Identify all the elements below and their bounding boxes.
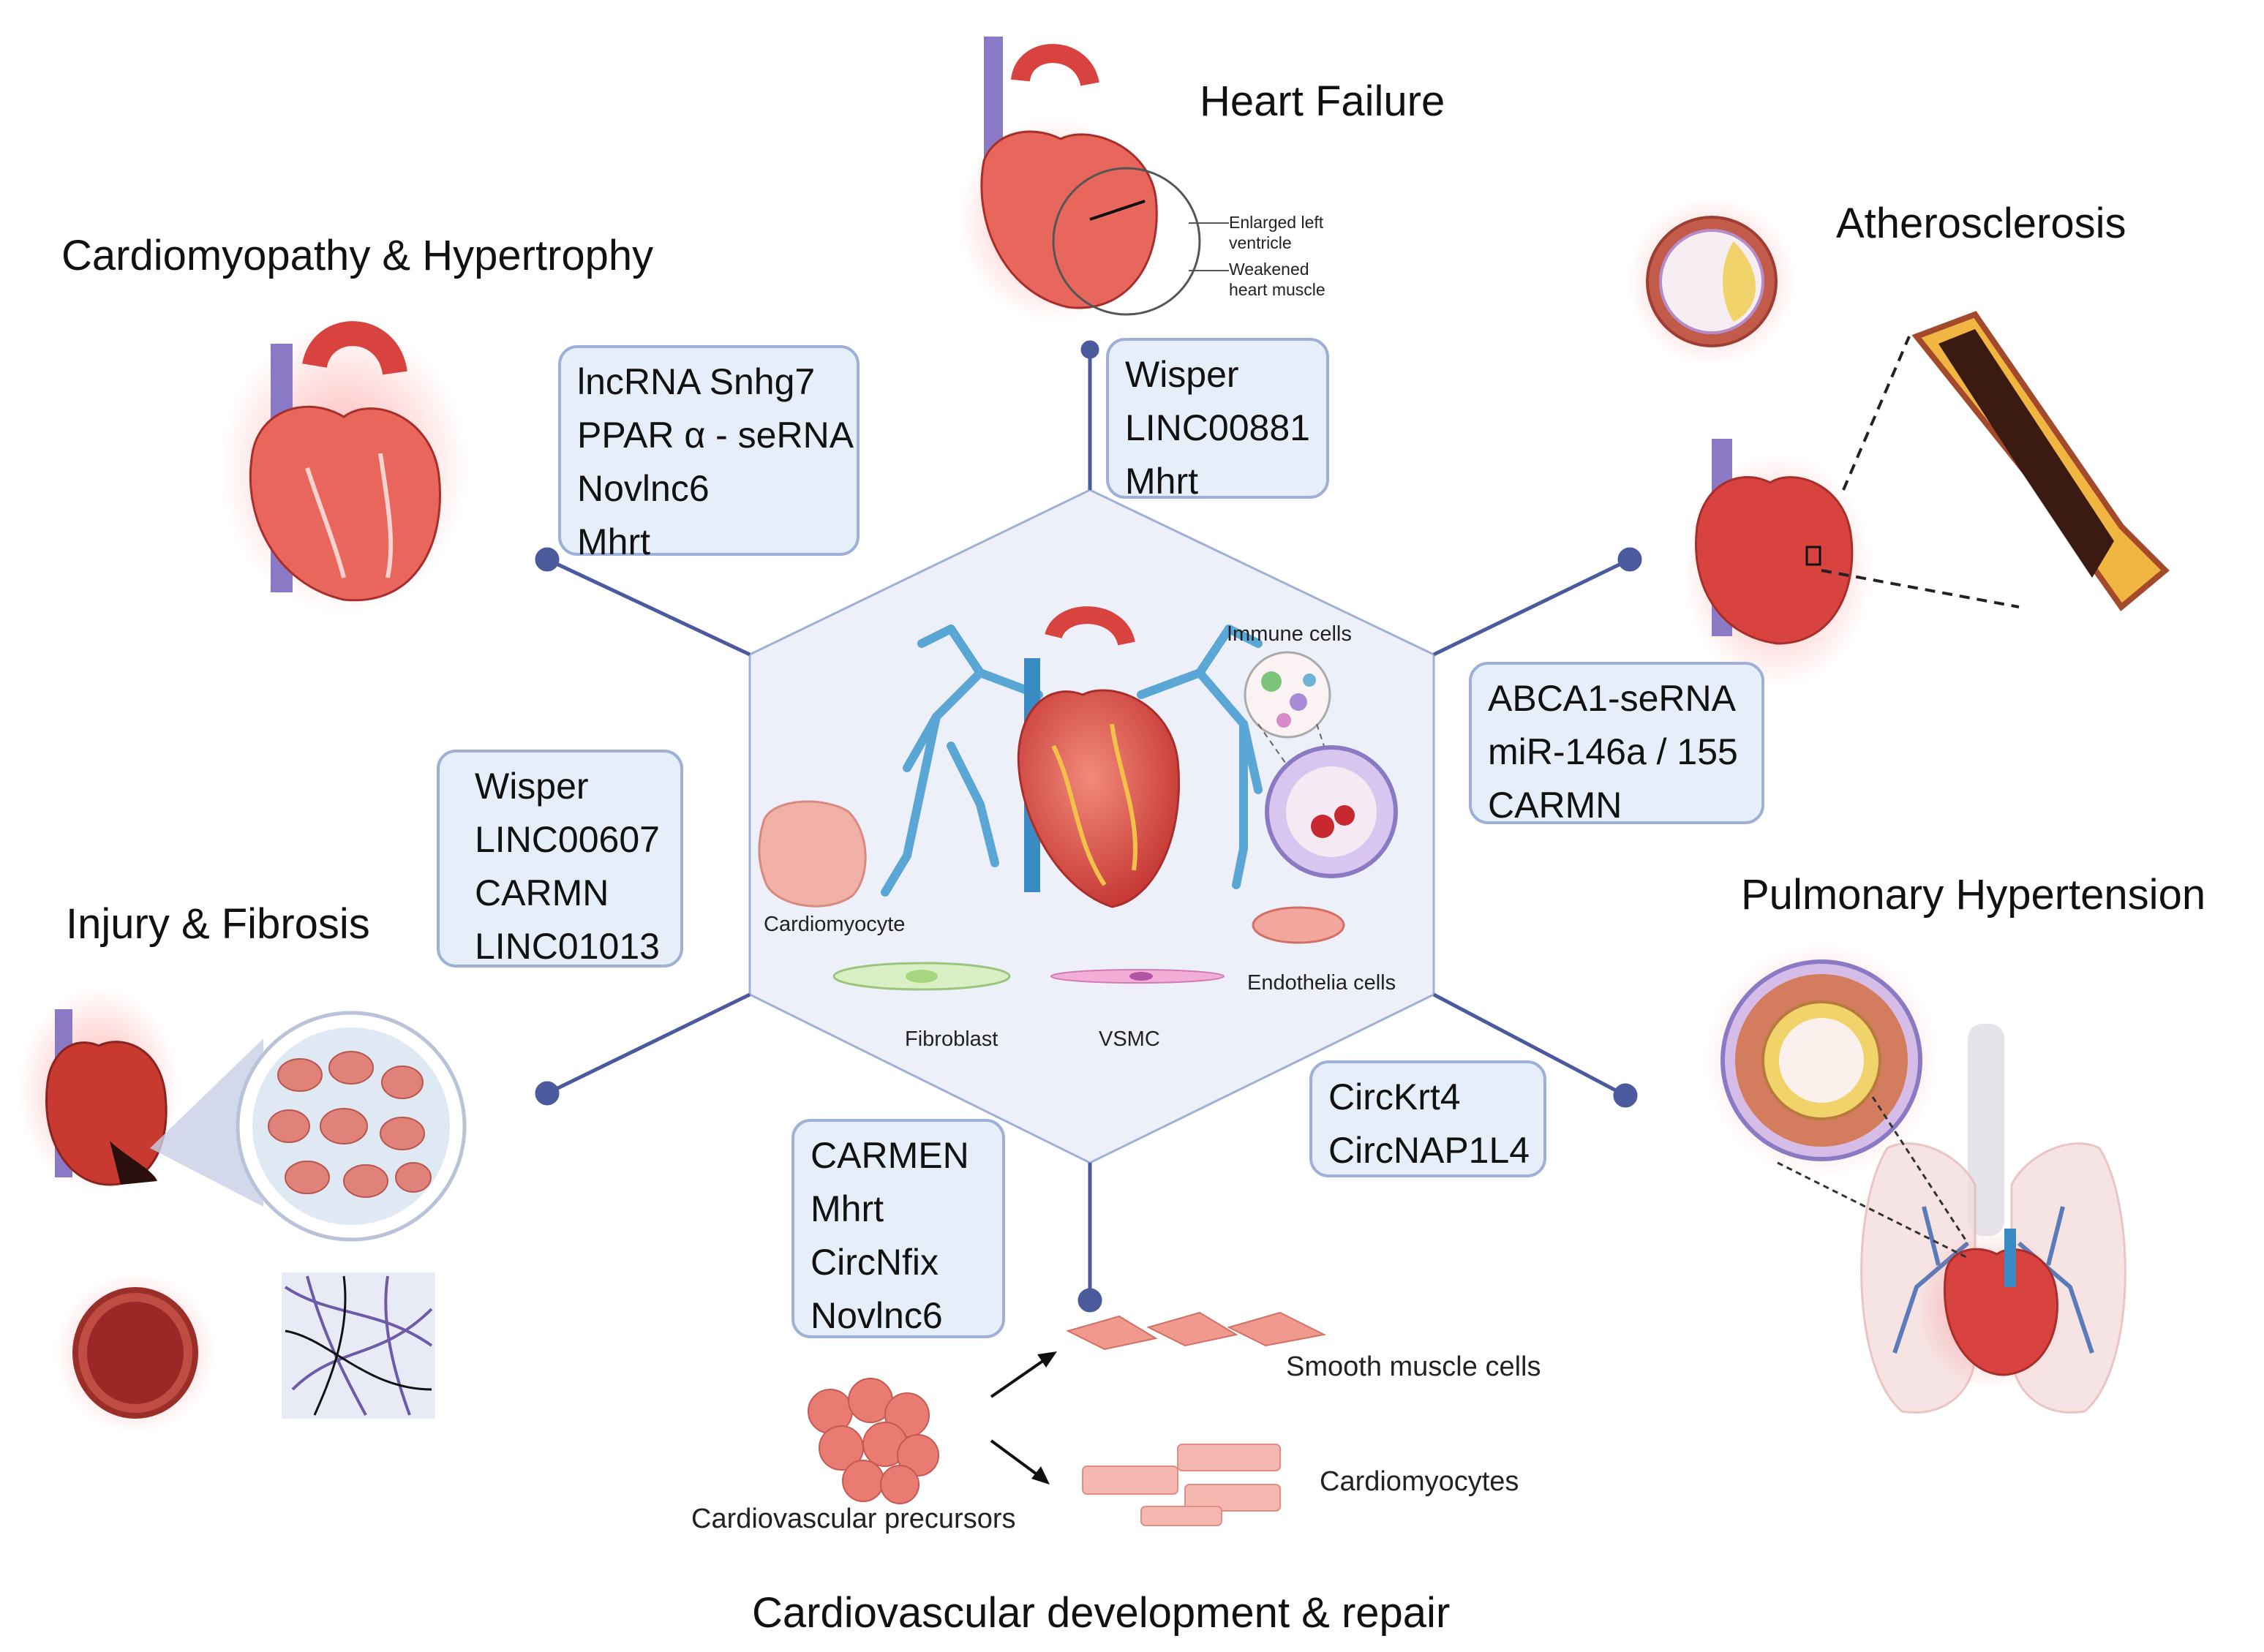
- gene-item: LINC00607: [475, 819, 660, 860]
- immune-cells-illustration: [1244, 651, 1398, 878]
- gene-item: CircKrt4: [1328, 1076, 1461, 1117]
- label-cardiomyocyte: Cardiomyocyte: [764, 913, 906, 936]
- gene-box-pulmonary-hypertension: CircKrt4 CircNAP1L4: [1309, 1060, 1546, 1177]
- gene-item: Mhrt: [577, 521, 650, 562]
- label-cardiomyocytes: Cardiomyocytes: [1320, 1466, 1519, 1497]
- gene-item: Wisper: [475, 766, 589, 807]
- gene-box-injury-fibrosis: Wisper LINC00607 CARMN LINC01013: [437, 750, 683, 968]
- title-pulmonary-hypertension: Pulmonary Hypertension: [1741, 871, 2206, 919]
- development-illustration: [808, 1311, 1327, 1526]
- gene-item: CARMEN: [811, 1135, 969, 1176]
- gene-item: lncRNA Snhg7: [577, 361, 816, 402]
- gene-box-development: CARMEN Mhrt CircNfix Novlnc6: [791, 1119, 1005, 1338]
- injury-fibrosis-illustration: [18, 987, 467, 1433]
- title-cardiomyopathy: Cardiomyopathy & Hypertrophy: [61, 232, 654, 279]
- atherosclerosis-illustration: [1628, 197, 2170, 687]
- gene-item: Mhrt: [811, 1188, 884, 1229]
- cardiomyopathy-heart-illustration: [219, 321, 468, 614]
- label-fibroblast: Fibroblast: [905, 1027, 999, 1051]
- gene-item: PPAR α - seRNA: [577, 415, 854, 456]
- annotation-weakened-muscle: Weakened heart muscle: [1229, 260, 1325, 299]
- label-immune-cells: Immune cells: [1227, 622, 1352, 646]
- gene-item: Novlnc6: [811, 1295, 943, 1336]
- title-atherosclerosis: Atherosclerosis: [1836, 200, 2126, 247]
- center-heart-illustration: [881, 606, 1263, 908]
- title-cardiovascular-development: Cardiovascular development & repair: [752, 1589, 1451, 1637]
- gene-item: Wisper: [1125, 354, 1239, 395]
- pulmonary-hypertension-illustration: [1704, 943, 2126, 1414]
- label-smooth-muscle-cells: Smooth muscle cells: [1286, 1351, 1541, 1382]
- gene-item: miR-146a / 155: [1488, 731, 1738, 772]
- gene-item: Novlnc6: [577, 468, 710, 509]
- label-endothelia-cells: Endothelia cells: [1247, 971, 1396, 995]
- gene-item: CircNAP1L4: [1328, 1130, 1530, 1171]
- connectors: [535, 340, 1642, 1313]
- center-cell-illustrations: [758, 800, 1345, 991]
- gene-box-atherosclerosis: ABCA1-seRNA miR-146a / 155 CARMN: [1469, 662, 1764, 826]
- gene-item: LINC00881: [1125, 407, 1310, 448]
- gene-box-cardiomyopathy: lncRNA Snhg7 PPAR α - seRNA Novlnc6 Mhrt: [558, 345, 860, 562]
- annotation-enlarged-ventricle: Enlarged left ventricle: [1229, 213, 1324, 252]
- label-cardiovascular-precursors: Cardiovascular precursors: [691, 1504, 1016, 1534]
- gene-item: ABCA1-seRNA: [1488, 678, 1736, 719]
- label-vsmc: VSMC: [1099, 1027, 1160, 1051]
- gene-item: CARMN: [1488, 785, 1622, 826]
- gene-item: CircNfix: [811, 1242, 939, 1283]
- title-heart-failure: Heart Failure: [1200, 78, 1445, 125]
- heart-failure-illustration: [958, 37, 1229, 322]
- gene-item: CARMN: [475, 872, 609, 913]
- gene-item: Mhrt: [1125, 461, 1198, 502]
- gene-item: LINC01013: [475, 926, 660, 967]
- title-injury-fibrosis: Injury & Fibrosis: [66, 900, 370, 948]
- gene-box-heart-failure: Wisper LINC00881 Mhrt: [1106, 338, 1329, 502]
